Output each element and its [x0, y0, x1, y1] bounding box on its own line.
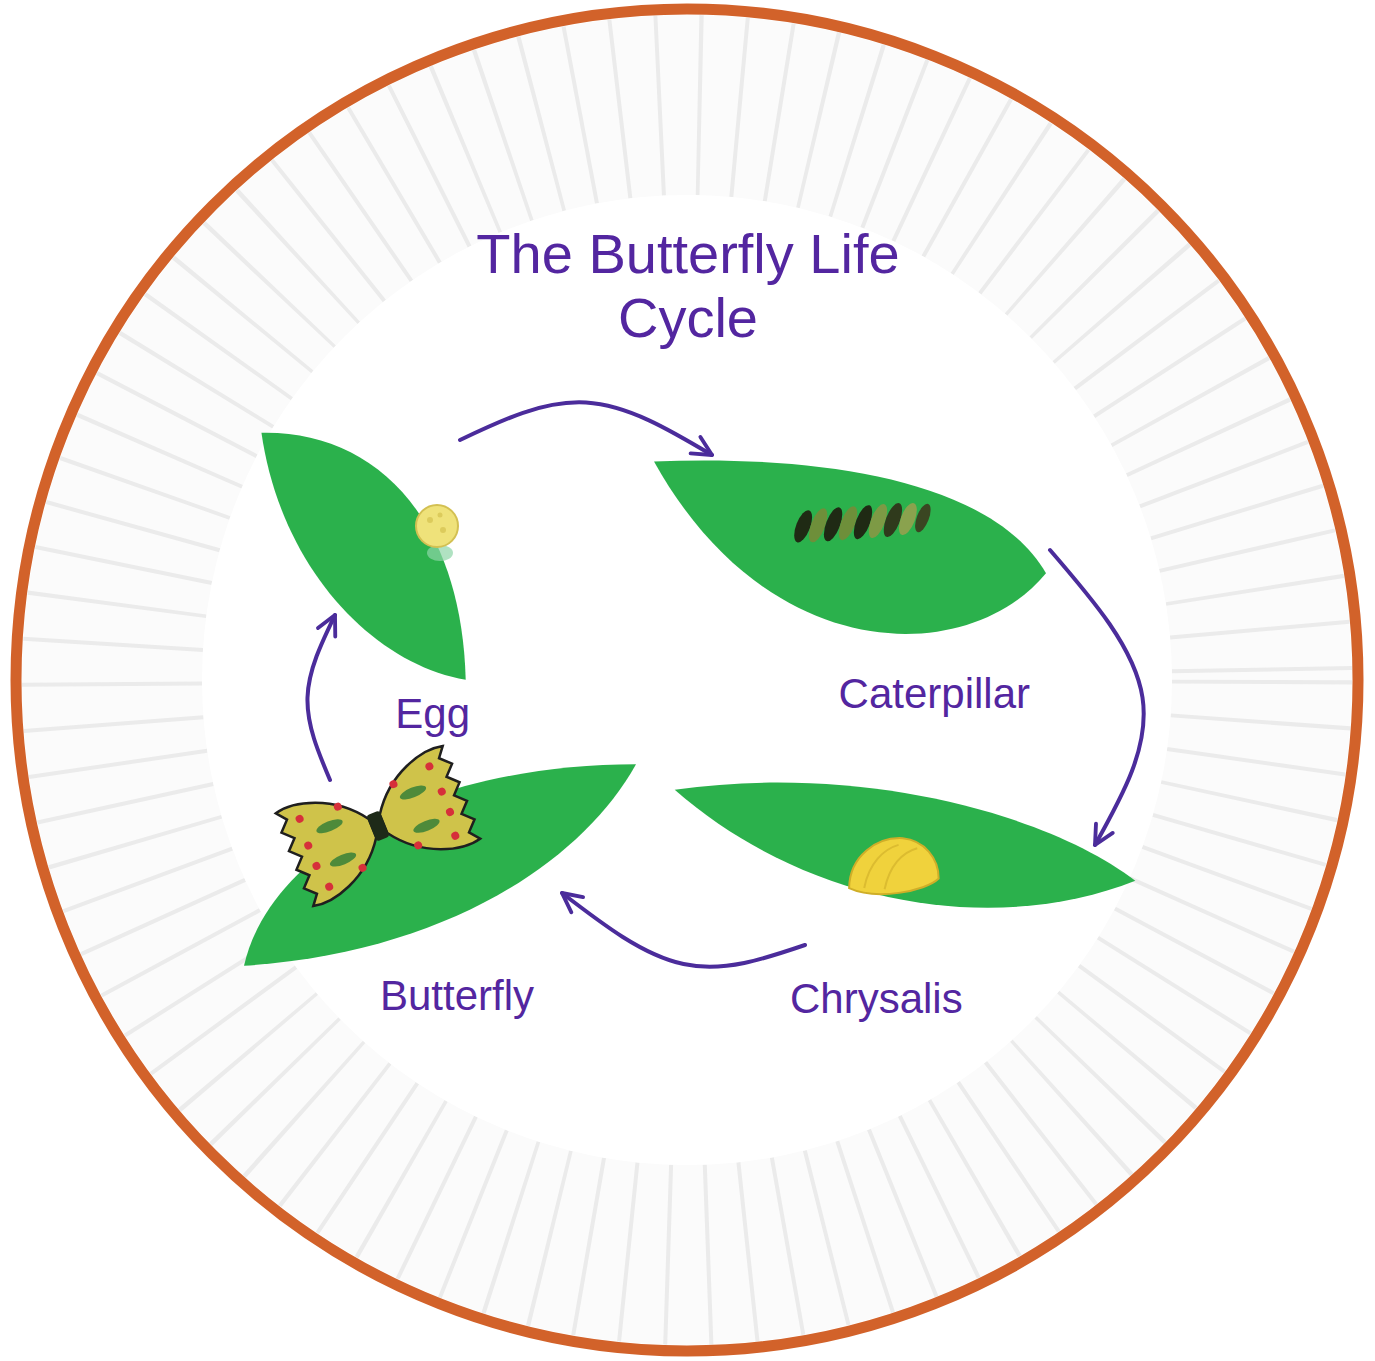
farfalle-wing [274, 781, 392, 908]
wing-dot [388, 779, 398, 789]
stage-label: Egg [255, 690, 470, 738]
shell-body [843, 833, 940, 900]
cycle-arrow [562, 893, 805, 967]
diagram-title: The Butterfly Life Cycle [468, 222, 908, 350]
leaf-fill [261, 433, 465, 680]
egg-texture [427, 517, 433, 523]
leaf-fill [675, 783, 1136, 908]
shell-ridge [880, 848, 923, 889]
fusilli-twist [912, 502, 934, 534]
wing-stripe [412, 816, 442, 836]
wing-dot [424, 761, 434, 771]
wing-stripe [328, 850, 358, 870]
leaf-node: Caterpillar [650, 455, 1050, 718]
wing-stripe [398, 783, 428, 803]
wing-dot [357, 863, 367, 873]
wing-dot [333, 801, 343, 811]
wing-dot [413, 840, 423, 850]
egg-pasta [416, 505, 458, 547]
leaf-node: Egg [255, 425, 470, 738]
leaf-fill [654, 460, 1046, 634]
plate-ridges [112, 105, 1262, 1255]
plate-rim [22, 15, 1352, 1345]
egg-texture [440, 527, 446, 533]
farfalle-wing [364, 744, 482, 871]
butterfly-pasta [274, 744, 483, 908]
plate-center [202, 195, 1172, 1165]
orange-ring [16, 9, 1358, 1351]
wing-dot [324, 881, 334, 891]
stage-label: Caterpillar [650, 670, 1030, 718]
stage-label: Butterfly [380, 972, 640, 1020]
leaf-shape [650, 455, 1050, 670]
wing-dot [294, 814, 304, 824]
wing-shape [274, 781, 392, 908]
cycle-arrow [307, 615, 335, 780]
stage-label: Chrysalis [790, 975, 1140, 1023]
chrysalis-pasta [843, 833, 940, 900]
wing-dot [450, 831, 460, 841]
farfalle-knot [366, 810, 389, 841]
wing-stripe [315, 816, 345, 836]
wing-shape [364, 744, 482, 871]
cycle-arrow [1050, 550, 1144, 845]
leaf-fill [244, 764, 636, 966]
wing-dot [437, 786, 447, 796]
caterpillar-pasta [788, 498, 936, 547]
egg-texture [438, 513, 443, 518]
wing-dot [445, 807, 455, 817]
shell-ridge [859, 845, 904, 888]
wing-dot [303, 840, 313, 850]
wing-dot [311, 861, 321, 871]
cycle-arrow [460, 402, 712, 455]
